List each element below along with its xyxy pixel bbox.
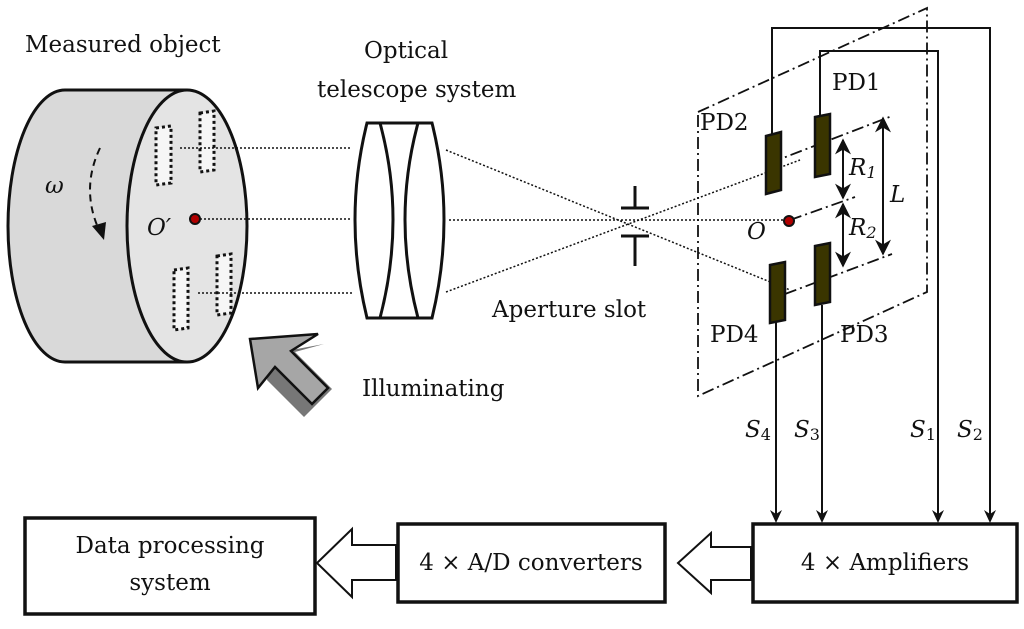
telescope-lens bbox=[353, 121, 446, 320]
photodetector-pd3 bbox=[813, 241, 832, 307]
label-aperture-slot: Aperture slot bbox=[491, 297, 647, 323]
detector-plane bbox=[697, 6, 928, 398]
label-s1: S1 bbox=[910, 417, 936, 444]
label-amplifiers: 4 × Amplifiers bbox=[801, 550, 969, 576]
label-o: O bbox=[747, 219, 766, 245]
label-telescope-system: telescope system bbox=[317, 77, 516, 103]
label-l: L bbox=[889, 182, 905, 208]
label-s3: S3 bbox=[794, 417, 820, 444]
arrowhead-s2-icon bbox=[984, 510, 996, 523]
center-dot-o bbox=[783, 215, 795, 227]
photodetector-pd4 bbox=[768, 260, 787, 325]
center-dot-o-prime bbox=[189, 213, 201, 225]
label-r2: R2 bbox=[848, 215, 877, 242]
slot-marks bbox=[154, 109, 233, 332]
photodetector-pd1 bbox=[813, 112, 832, 179]
signal-arrowheads bbox=[770, 510, 996, 523]
label-data-processing-2: system bbox=[129, 570, 210, 596]
label-data-processing-1: Data processing bbox=[76, 533, 265, 559]
label-illuminating: Illuminating bbox=[362, 376, 505, 402]
block-data-processing bbox=[23, 516, 317, 616]
rotation-arrowhead-icon bbox=[92, 222, 106, 240]
label-pd1: PD1 bbox=[832, 70, 881, 96]
label-s4: S4 bbox=[745, 417, 771, 444]
arrowhead-s1-icon bbox=[932, 510, 944, 523]
label-o-prime: O′ bbox=[147, 215, 172, 241]
signal-wires bbox=[771, 27, 991, 515]
label-measured-object: Measured object bbox=[25, 32, 221, 58]
flow-arrow-ad-to-dps-icon bbox=[315, 526, 397, 600]
label-r1: R1 bbox=[848, 155, 877, 182]
block-amplifiers bbox=[751, 522, 1019, 604]
aperture-slot bbox=[621, 186, 649, 266]
label-pd2: PD2 bbox=[700, 110, 749, 136]
rotation-arrow bbox=[89, 147, 101, 233]
photodetector-pd2 bbox=[764, 130, 783, 196]
label-pd4: PD4 bbox=[710, 322, 759, 348]
arrowhead-s4-icon bbox=[770, 510, 782, 523]
label-optical: Optical bbox=[364, 38, 448, 64]
flow-arrow-amp-to-ad-icon bbox=[676, 530, 752, 596]
label-pd3: PD3 bbox=[840, 322, 889, 348]
light-rays bbox=[180, 147, 801, 294]
label-omega: ω bbox=[45, 173, 64, 199]
illuminating-arrow-icon bbox=[248, 332, 332, 417]
dimension-arrows bbox=[835, 116, 891, 268]
block-ad-converters bbox=[396, 522, 667, 604]
measured-object-cylinder bbox=[6, 88, 249, 364]
arrowhead-s3-icon bbox=[816, 510, 828, 523]
label-ad-converters: 4 × A/D converters bbox=[419, 550, 642, 576]
label-s2: S2 bbox=[957, 417, 983, 444]
